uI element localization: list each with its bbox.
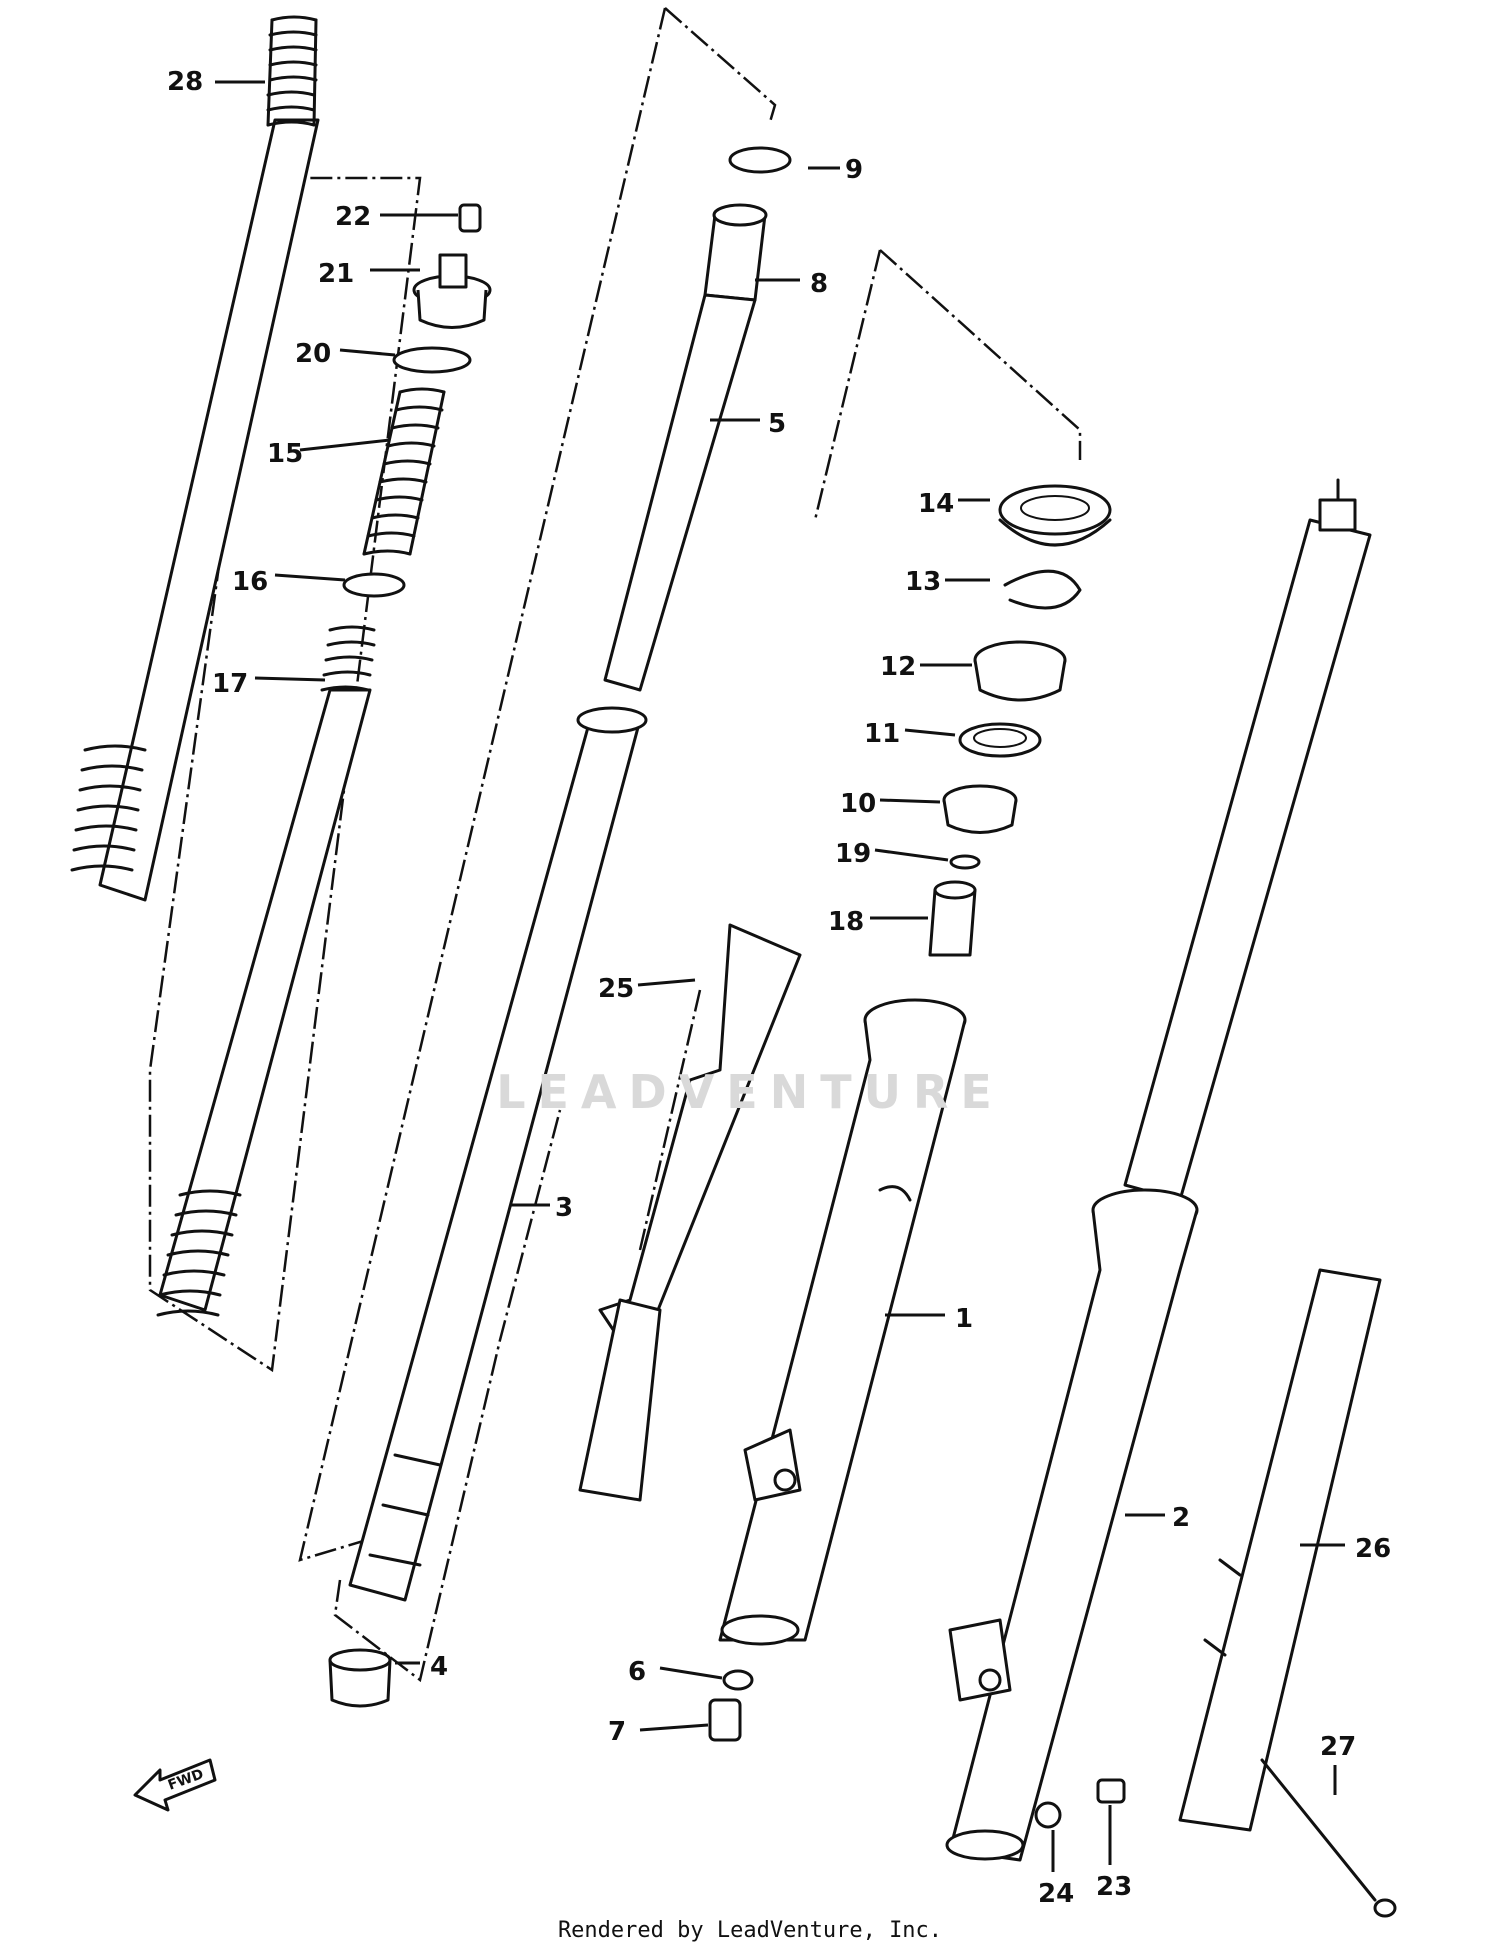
spring-coils-lower (70, 744, 147, 872)
callout-3: 3 (555, 1193, 573, 1223)
part-7-drain-bolt (708, 1698, 742, 1742)
part-4-bushing (328, 1648, 392, 1708)
part-23-bolt (1096, 1778, 1126, 1804)
callout-12: 12 (880, 652, 916, 682)
part-13-circlip (1003, 569, 1082, 610)
callout-5: 5 (768, 409, 786, 439)
part-6-washer (722, 1669, 754, 1691)
callout-24: 24 (1038, 1879, 1074, 1909)
part-3-inner-tube (348, 706, 648, 1602)
callout-20: 20 (295, 339, 331, 369)
callout-8: 8 (810, 269, 828, 299)
callout-9: 9 (845, 155, 863, 185)
render-credit: Rendered by LeadVenture, Inc. (557, 1918, 943, 1943)
part-15-spring (362, 387, 446, 556)
part-18-seat (928, 880, 977, 957)
part-21-cap-bolt (412, 253, 492, 329)
part-27-cable-tie (1260, 1758, 1397, 1918)
part-9-ring (728, 146, 792, 174)
part-16-washer (342, 572, 406, 598)
watermark: LEADVENTURE (496, 1065, 1004, 1119)
callout-16: 16 (232, 567, 268, 597)
callout-7: 7 (608, 1717, 626, 1747)
forward-arrow-icon: FWD (133, 1758, 217, 1812)
callout-1: 1 (955, 1304, 973, 1334)
callout-13: 13 (905, 567, 941, 597)
callout-18: 18 (828, 907, 864, 937)
callout-10: 10 (840, 789, 876, 819)
part-8-piston-ring (703, 203, 768, 302)
leader-lines (215, 80, 1345, 1872)
part-11-washer (958, 722, 1042, 758)
assembly-outlines (148, 7, 1082, 1683)
callout-15: 15 (267, 439, 303, 469)
part-2-outer-tube (945, 1188, 1199, 1862)
callout-26: 26 (1355, 1534, 1391, 1564)
callout-17: 17 (212, 669, 248, 699)
part-14-dust-seal (998, 484, 1112, 547)
part-10-bushing (942, 784, 1018, 834)
spring-coils-top (266, 15, 318, 127)
part-17-damper-rod (156, 625, 376, 1317)
callout-2: 2 (1172, 1503, 1190, 1533)
callout-6: 6 (628, 1657, 646, 1687)
callout-21: 21 (318, 259, 354, 289)
callout-25: 25 (598, 974, 634, 1004)
part-5-cylinder (603, 293, 757, 692)
part-22-bolt (458, 203, 482, 233)
callout-numbers: 28 22 21 20 15 16 17 9 8 5 14 13 12 11 1… (167, 67, 1391, 1909)
callout-27: 27 (1320, 1732, 1356, 1762)
callout-14: 14 (918, 489, 954, 519)
callout-4: 4 (430, 1652, 448, 1682)
part-26-fork-guard (1178, 1268, 1382, 1832)
part-20-o-ring (392, 346, 472, 374)
part-1-outer-tube (718, 998, 967, 1646)
callout-22: 22 (335, 202, 371, 232)
part-25-fork-guard (578, 923, 802, 1502)
callout-11: 11 (864, 719, 900, 749)
part-28-fork-spring (70, 15, 320, 902)
callout-28: 28 (167, 67, 203, 97)
part-24-washer (1034, 1801, 1062, 1829)
part-19-o-ring (949, 854, 981, 870)
callout-19: 19 (835, 839, 871, 869)
callout-23: 23 (1096, 1872, 1132, 1902)
part-12-oil-seal (973, 640, 1067, 702)
